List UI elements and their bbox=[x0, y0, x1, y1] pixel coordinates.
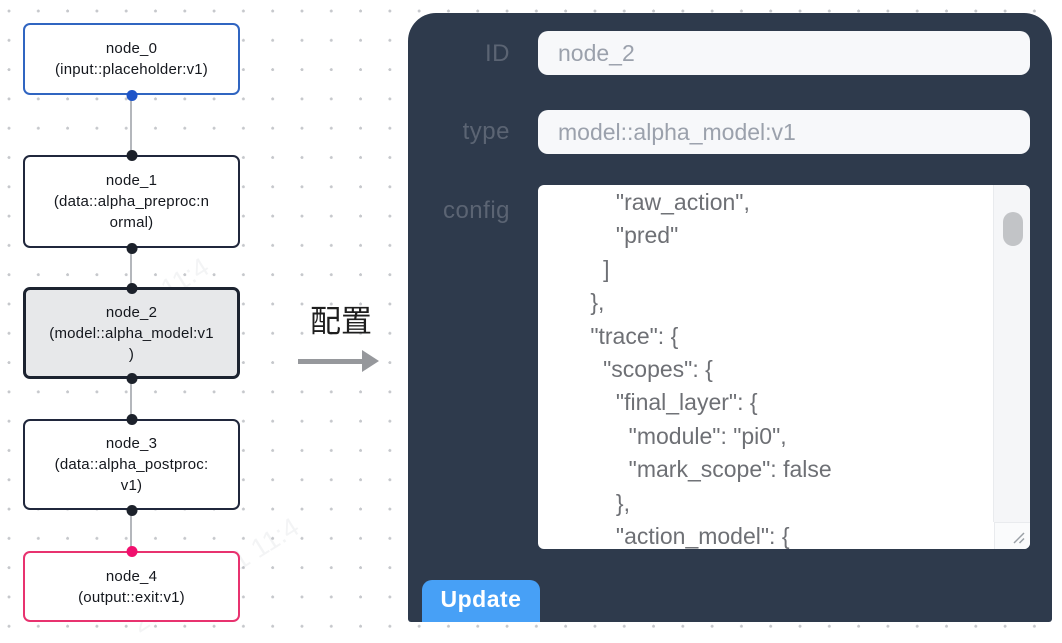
resize-handle[interactable] bbox=[994, 522, 1030, 549]
edge-node_0-node_1 bbox=[130, 95, 132, 155]
update-button[interactable]: Update bbox=[422, 580, 540, 622]
node-label: node_1 (data::alpha_preproc:n ormal) bbox=[53, 172, 210, 231]
id-field-label: ID bbox=[485, 40, 510, 67]
config-json-content: "raw_action", "pred" ] }, "trace": { "sc… bbox=[590, 189, 832, 549]
scrollbar-thumb[interactable] bbox=[1003, 212, 1023, 246]
node-label: node_0 (input::placeholder:v1) bbox=[54, 40, 209, 78]
node-node_1[interactable]: node_1 (data::alpha_preproc:n ormal) bbox=[23, 149, 240, 254]
input-port[interactable] bbox=[126, 282, 137, 294]
arrow-right-icon bbox=[296, 350, 386, 372]
flow-canvas: node_0 (input::placeholder:v1) node_1 (d… bbox=[0, 0, 406, 643]
transition-label: 配置 bbox=[310, 304, 372, 339]
config-textarea[interactable]: "raw_action", "pred" ] }, "trace": { "sc… bbox=[538, 185, 1030, 549]
node-node_3[interactable]: node_3 (data::alpha_postproc: v1) bbox=[23, 413, 240, 516]
node-config-panel: ID node_2 type model::alpha_model:v1 con… bbox=[408, 13, 1052, 622]
node-node_4[interactable]: node_4 (output::exit:v1) bbox=[23, 545, 240, 622]
output-port[interactable] bbox=[126, 504, 137, 516]
output-port[interactable] bbox=[126, 89, 137, 101]
node-node_2[interactable]: node_2 (model::alpha_model:v1 ) bbox=[23, 282, 240, 384]
id-input[interactable]: node_2 bbox=[538, 31, 1030, 75]
node-label: node_2 (model::alpha_model:v1 ) bbox=[49, 303, 214, 363]
edge-node_1-node_2 bbox=[130, 248, 132, 287]
input-port[interactable] bbox=[126, 149, 137, 161]
node-label: node_4 (output::exit:v1) bbox=[78, 567, 185, 606]
type-field-label: type bbox=[462, 118, 510, 145]
output-port[interactable] bbox=[126, 372, 137, 384]
node-label: node_3 (data::alpha_postproc: v1) bbox=[54, 435, 209, 494]
type-input[interactable]: model::alpha_model:v1 bbox=[538, 110, 1030, 154]
edge-node_2-node_3 bbox=[130, 379, 132, 419]
input-port[interactable] bbox=[126, 545, 137, 557]
node-node_0[interactable]: node_0 (input::placeholder:v1) bbox=[23, 23, 240, 101]
config-field-label: config bbox=[442, 197, 510, 224]
edge-node_3-node_4 bbox=[130, 510, 132, 551]
output-port[interactable] bbox=[126, 242, 137, 254]
input-port[interactable] bbox=[126, 413, 137, 425]
transition-annotation: 配置 bbox=[296, 296, 386, 372]
resize-grip-icon bbox=[1013, 532, 1025, 544]
